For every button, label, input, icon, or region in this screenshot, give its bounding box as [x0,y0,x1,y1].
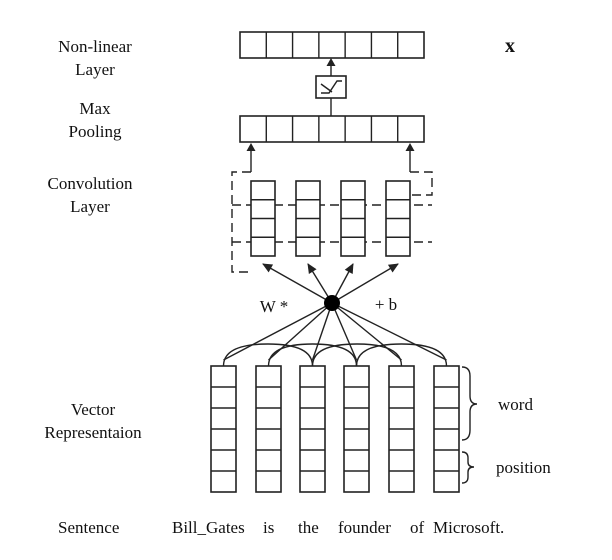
maxpool-layer [239,115,425,143]
node-to-filter-line [262,263,333,304]
node-to-filter-line [331,263,399,304]
word-vector-column [388,365,415,493]
maxpool-layer-cells [265,116,399,142]
word-vector-column [299,365,326,493]
word-vector-column [343,365,370,493]
sentence-label: Sentence [58,518,119,537]
node-to-filter-arrows [262,263,399,304]
activation-slash [320,83,333,93]
maxpool-label-line1: Max [79,99,111,118]
conv-filter [340,180,366,257]
sentence-token: of [410,518,425,537]
arrowhead-to-nonlinear [326,58,336,66]
vector-label-line1: Vector [71,400,116,419]
maxpool-label-line2: Pooling [69,122,122,141]
conv-dashed-bracket-right [410,171,433,196]
sentence-token: Bill_Gates [172,518,245,537]
nonlinear-label-line1: Non-linear [58,37,132,56]
conv-filter [385,180,411,257]
weight-label: W * [260,297,289,316]
column-to-node-line [331,302,447,361]
position-brace [461,451,475,484]
column-to-node-line [331,302,402,361]
conv-label-line1: Convolution [47,174,133,193]
window-arc [311,343,403,367]
window-arc [355,343,448,367]
window-arcs [222,343,448,367]
position-label: position [496,458,551,477]
sentence-tokens: Bill_Gates is the founder of Microsoft. [172,518,504,537]
vector-representation [210,365,460,493]
word-label: word [498,395,533,414]
arrowhead-pool-right [405,143,415,151]
vector-label-line2: Representaion [44,423,142,442]
nonlinear-layer-frame [239,31,425,59]
word-vector-column [255,365,282,493]
nonlinear-layer-cells [265,32,399,58]
output-x-label: x [505,35,515,57]
filter-arrowhead [387,263,399,273]
conv-label-line2: Layer [70,197,110,216]
activation-box [315,75,347,99]
vector-to-node-lines [223,302,447,361]
conv-filter [295,180,321,257]
filter-arrowhead [344,263,354,275]
word-vector-column [210,365,237,493]
sentence-token: is [263,518,274,537]
nonlinear-label-line2: Layer [75,60,115,79]
conv-dashed-bracket-left [231,171,251,273]
column-to-node-line [311,302,333,361]
window-arc [222,343,314,367]
filter-arrowhead [262,263,274,273]
maxpool-layer-frame [239,115,425,143]
convolution-layer [250,180,411,257]
convolution-node [324,295,340,311]
sentence-token: the [298,518,319,537]
activation-curve [321,80,342,94]
window-arc [267,343,358,367]
word-brace [461,366,478,441]
column-to-node-line [331,302,358,361]
filter-arrowhead [307,263,317,275]
word-vector-column [433,365,460,493]
sentence-token: Microsoft. [433,518,504,537]
arrowhead-pool-left [246,143,256,151]
bias-label: + b [375,295,397,314]
conv-filter [250,180,276,257]
column-to-node-line [223,302,333,361]
nonlinear-layer [239,31,425,59]
activation-function-icon [315,75,347,99]
sentence-token: founder [338,518,391,537]
